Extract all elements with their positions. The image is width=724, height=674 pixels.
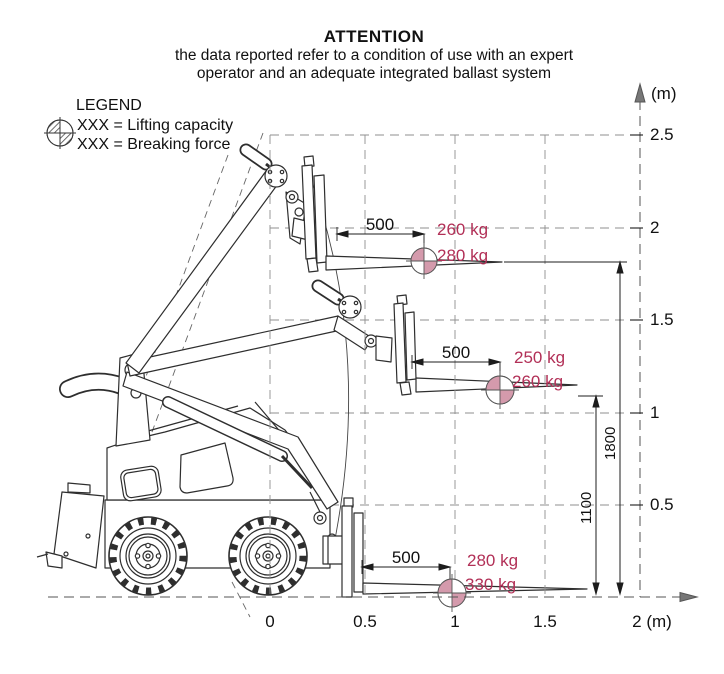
lifting-capacity-top: 260 kg: [437, 220, 489, 239]
load-center-icon-bottom: [433, 574, 471, 612]
load-center-dim-top: 500: [365, 215, 395, 234]
lifting-capacity-middle: 250 kg: [514, 348, 566, 367]
breaking-force-bottom: 330 kg: [465, 575, 517, 594]
legend-title: LEGEND: [76, 97, 142, 114]
y-tick-1: 1: [650, 403, 660, 422]
x-tick-0-5: 0.5: [353, 612, 377, 631]
grid-vertical: [269, 135, 546, 597]
boom-position-top: [125, 143, 503, 374]
load-center-dim-bottom: 500: [391, 548, 421, 567]
boom-position-middle: [126, 279, 578, 396]
x-tick-1-5: 1.5: [533, 612, 557, 631]
body-vent: [179, 442, 234, 494]
operator-handle: [59, 372, 131, 398]
front-wheel: [228, 516, 308, 596]
legend-lifting-capacity: XXX = Lifting capacity: [77, 117, 234, 134]
fork-blade-bottom: [362, 582, 588, 595]
axes: [48, 82, 699, 603]
legend-breaking-force: XXX = Breaking force: [77, 136, 231, 153]
y-tick-2: 2: [650, 218, 660, 237]
lift-height-1100: 1100: [578, 491, 595, 524]
x-tick-1: 1: [450, 612, 460, 631]
load-center-dim-middle: 500: [441, 343, 471, 362]
x-tick-2-m: 2 (m): [632, 612, 672, 631]
rear-wheel: [108, 516, 188, 596]
load-center-icon-top: [406, 243, 442, 279]
breaking-force-middle: 260 kg: [512, 372, 564, 391]
lifting-capacity-bottom: 280 kg: [467, 551, 519, 570]
y-axis-unit: (m): [651, 84, 677, 103]
legend-load-center-icon: [44, 117, 76, 149]
mini-loader-drawing: [36, 143, 588, 598]
attention-line-1: the data reported refer to a condition o…: [174, 47, 574, 64]
x-tick-0: 0: [265, 612, 275, 631]
dimension-lines: [335, 227, 627, 596]
y-tick-2-5: 2.5: [650, 125, 674, 144]
attention-title: ATTENTION: [323, 27, 425, 46]
body-window: [120, 465, 162, 502]
breaking-force-top: 280 kg: [437, 246, 489, 265]
ballast-box: [36, 482, 105, 569]
attention-line-2: operator and an adequate integrated ball…: [196, 65, 552, 82]
load-center-symbols: [406, 243, 519, 612]
lift-height-1800: 1800: [602, 426, 619, 460]
load-center-icon-middle: [481, 371, 519, 409]
y-tick-0-5: 0.5: [650, 495, 674, 514]
y-tick-1-5: 1.5: [650, 310, 674, 329]
boom-position-bottom: [122, 371, 588, 598]
